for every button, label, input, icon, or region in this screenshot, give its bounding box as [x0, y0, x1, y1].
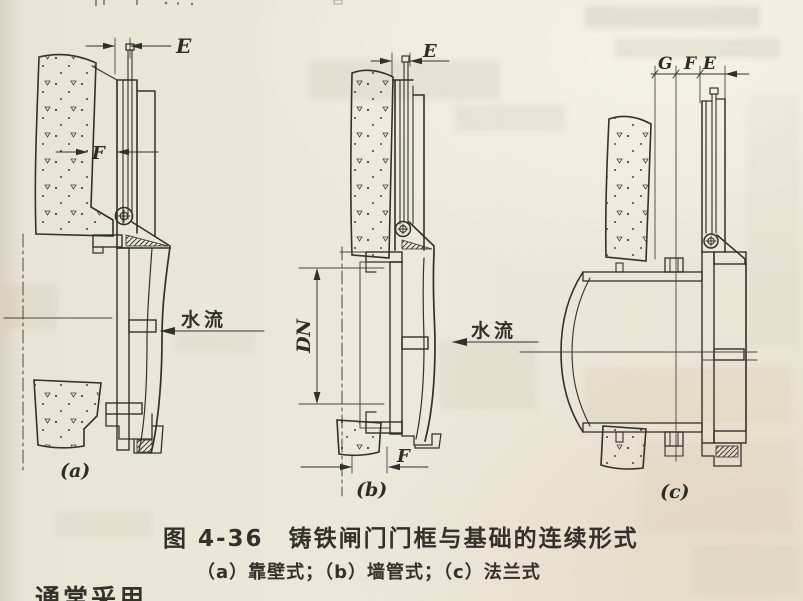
dim-label-e-a: E	[175, 34, 192, 58]
figure-caption: 图 4-36 铸铁闸门门框与基础的连续形式	[163, 525, 639, 552]
dim-label-f-b: F	[396, 446, 411, 467]
panel-label-a: (a)	[60, 460, 90, 482]
panel-c-drawing: G F E	[519, 54, 758, 503]
cropped-text-fragments	[95, 0, 343, 6]
dim-label-e-b: E	[422, 41, 437, 62]
dim-label-e-c: E	[702, 54, 717, 74]
flow-label-b: 水流	[471, 319, 517, 342]
clipped-paragraph-text: 通常采用	[35, 584, 147, 601]
page-bleed-through	[2, 6, 800, 595]
panel-label-c: (c)	[660, 481, 690, 503]
dim-label-f-c: F	[683, 54, 698, 74]
panel-b-drawing: E DN 水流	[293, 41, 539, 501]
dim-label-g-c: G	[658, 54, 673, 74]
flow-label-a: 水流	[181, 308, 227, 331]
figure-subcaption: （a）靠壁式；（b）墙管式；（c）法兰式	[197, 561, 541, 583]
dim-label-f-a: F	[91, 143, 106, 164]
dim-label-dn-b: DN	[293, 318, 315, 353]
panel-a-drawing: E F 水流 (	[3, 34, 265, 482]
panel-label-b: (b)	[356, 479, 387, 501]
